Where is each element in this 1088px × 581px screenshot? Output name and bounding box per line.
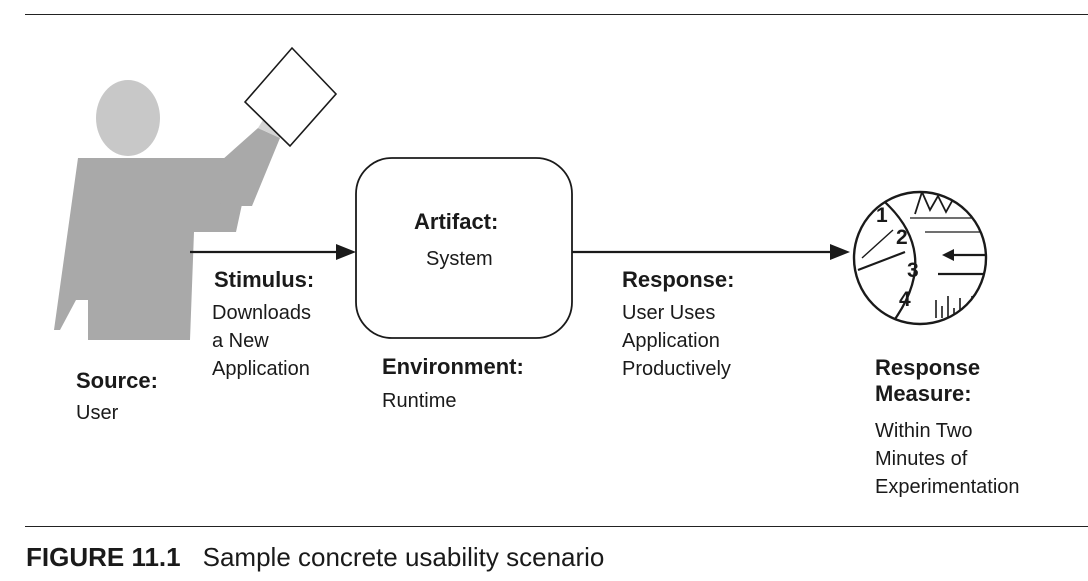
response-arrowhead-icon bbox=[830, 244, 850, 260]
gauge-number-2: 2 bbox=[896, 226, 908, 249]
response-heading: Response: bbox=[622, 267, 735, 292]
artifact-heading: Artifact: bbox=[414, 209, 499, 234]
stimulus-heading: Stimulus: bbox=[214, 267, 315, 292]
gauge-number-4: 4 bbox=[899, 288, 911, 311]
stimulus-line-3: Application bbox=[212, 358, 310, 380]
gauge-number-1: 1 bbox=[876, 204, 888, 227]
scenario-diagram: 1 2 3 4 bbox=[54, 46, 988, 340]
response-measure-heading-line-1: Response bbox=[875, 355, 981, 380]
stimulus-arrowhead-icon bbox=[336, 244, 356, 260]
response-measure-line-2: Minutes of bbox=[875, 448, 968, 470]
gauge-number-3: 3 bbox=[907, 259, 919, 282]
user-body-icon bbox=[54, 158, 252, 340]
artifact-box bbox=[355, 157, 573, 339]
source-heading: Source: bbox=[76, 368, 158, 393]
top-rule bbox=[25, 14, 1088, 15]
response-measure-heading-line-2: Measure: bbox=[875, 381, 972, 406]
environment-heading: Environment: bbox=[382, 354, 524, 379]
user-figure-icon bbox=[54, 46, 338, 340]
response-line-1: User Uses bbox=[622, 302, 716, 324]
stimulus-line-2: a New bbox=[212, 330, 269, 352]
measurement-gauge-icon: 1 2 3 4 bbox=[852, 190, 988, 326]
paper-icon bbox=[243, 46, 338, 148]
response-line-3: Productively bbox=[622, 358, 731, 380]
response-measure-line-1: Within Two bbox=[875, 420, 973, 442]
environment-text: Runtime bbox=[382, 390, 457, 412]
response-line-2: Application bbox=[622, 330, 720, 352]
bottom-rule bbox=[25, 526, 1088, 527]
user-arm-icon bbox=[220, 128, 280, 206]
artifact-text: System bbox=[426, 248, 493, 270]
figure-caption: FIGURE 11.1 Sample concrete usability sce… bbox=[26, 541, 604, 573]
source-text: User bbox=[76, 402, 119, 424]
figure-number: FIGURE 11.1 bbox=[26, 542, 181, 572]
stimulus-line-1: Downloads bbox=[212, 302, 311, 324]
user-head-icon bbox=[96, 80, 160, 156]
figure-caption-text: Sample concrete usability scenario bbox=[202, 542, 605, 572]
response-measure-line-3: Experimentation bbox=[875, 476, 1020, 498]
